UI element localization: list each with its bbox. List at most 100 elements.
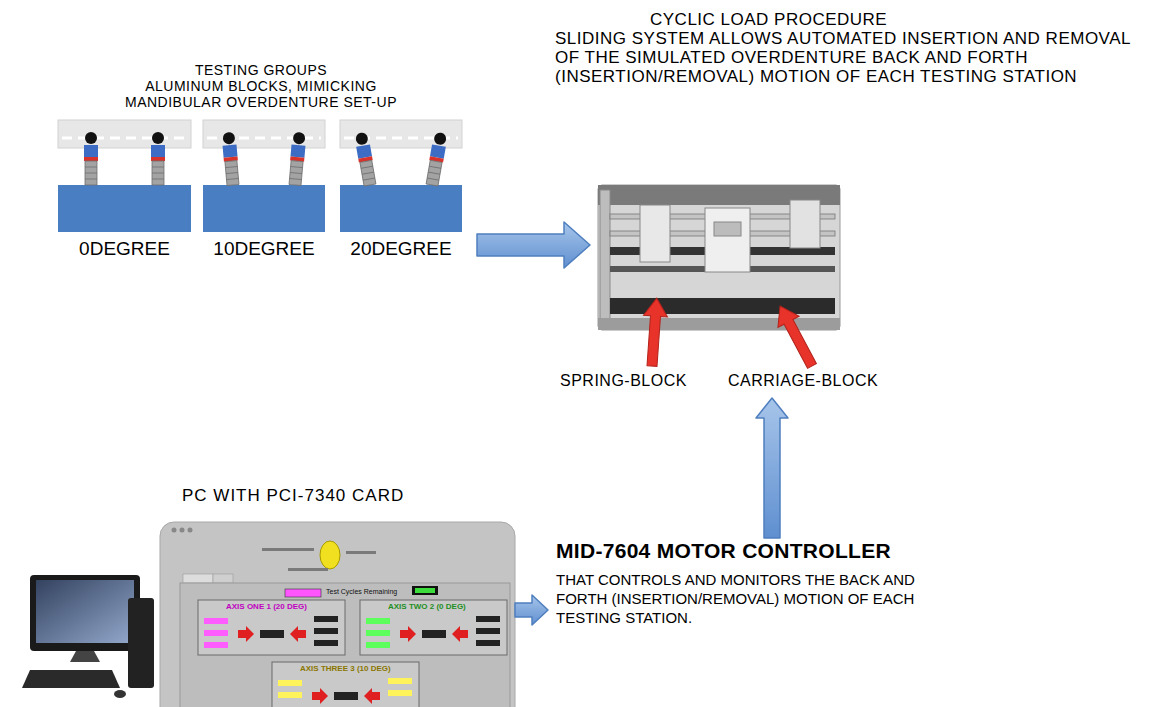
readout-value [415, 588, 435, 593]
keyboard [22, 670, 120, 688]
implant-attachment [288, 132, 307, 186]
tiny-text-mark [288, 568, 328, 571]
abutment [360, 160, 376, 186]
ball-dot [85, 132, 97, 144]
readout [204, 630, 228, 636]
tab [213, 574, 233, 583]
readout [334, 692, 358, 700]
housing [356, 144, 372, 158]
pointer-arrow [640, 297, 669, 367]
axis-title: AXIS THREE 3 (10 DEG) [300, 664, 391, 673]
section-heading: TESTING GROUPS [45, 62, 477, 78]
angle-panel: 10DEGREE [200, 116, 328, 262]
readout [260, 630, 284, 638]
axis-panel [272, 662, 419, 707]
thread-lines [85, 167, 97, 179]
ball-dot [433, 132, 447, 146]
readout [476, 616, 500, 622]
tower [128, 598, 154, 688]
monitor-stand [70, 651, 100, 662]
monitor [30, 575, 140, 651]
axis-frame [198, 600, 345, 655]
clamp [714, 222, 741, 236]
abutment [85, 161, 97, 185]
block-arrow [515, 595, 548, 625]
thread-lines [152, 167, 164, 179]
direction-button [290, 626, 306, 642]
ball-dot [355, 132, 369, 146]
rail [610, 298, 835, 314]
section-description: SLIDING SYSTEM ALLOWS AUTOMATED INSERTIO… [555, 29, 1155, 86]
spring-block-part [640, 205, 670, 262]
housing [151, 145, 165, 157]
mouse [114, 690, 126, 698]
photo-ground [598, 185, 840, 330]
denture-bar [203, 120, 325, 148]
controller-box: MID-7604 MOTOR CONTROLLER THAT CONTROLS A… [548, 538, 1018, 635]
overdenture-model [340, 120, 462, 232]
readout [314, 628, 338, 634]
part-label: CARRIAGE-BLOCK [728, 371, 878, 390]
readout [476, 628, 500, 634]
readout [422, 630, 446, 638]
axis-title: AXIS TWO 2 (0 DEG) [388, 602, 466, 611]
aluminum-block [203, 185, 325, 232]
implant-attachment [425, 132, 448, 187]
readout [314, 616, 338, 622]
angle-label: 10DEGREE [200, 238, 328, 260]
block-arrow [477, 222, 590, 268]
direction-button [452, 626, 468, 642]
denture-bar [58, 120, 191, 148]
thread-lines [225, 167, 238, 180]
angle-label: 0DEGREE [56, 238, 193, 260]
axis-frame [360, 600, 507, 655]
pointer-arrow [769, 300, 822, 371]
section-subheading: ALUMINUM BLOCKS, MIMICKING MANDIBULAR OV… [101, 78, 421, 110]
machine-photo-box: CYCLIC LOAD PROCEDURESLIDING SYSTEM ALLO… [590, 183, 880, 398]
computer-icon [22, 575, 154, 698]
readout [388, 678, 412, 684]
overdenture-model [58, 120, 191, 232]
controller-description: THAT CONTROLS AND MONITORS THE BACK AND … [556, 570, 956, 627]
implant-attachment [151, 132, 165, 185]
dashed-line [62, 137, 187, 140]
direction-button [312, 688, 328, 704]
readout [476, 640, 500, 646]
tiny-text-mark [346, 551, 376, 554]
carriage-block-part [705, 208, 750, 272]
housing [290, 145, 305, 158]
aluminum-block [340, 185, 462, 232]
window-button [172, 528, 177, 533]
knob [320, 541, 340, 569]
overdenture-model [203, 120, 325, 232]
controller-title: MID-7604 MOTOR CONTROLLER [556, 538, 1018, 564]
part-label: SPRING-BLOCK [560, 371, 687, 390]
readout [204, 642, 228, 648]
retention-ring [84, 157, 98, 161]
implant-attachment [84, 132, 98, 185]
abutment [152, 161, 164, 185]
window-frame [160, 522, 515, 707]
readout [204, 618, 228, 624]
ball-dot [293, 132, 306, 145]
direction-button [364, 688, 380, 704]
implant-attachment [221, 132, 240, 186]
readout [412, 586, 438, 595]
tiny-text-mark [262, 548, 314, 551]
readout [285, 589, 321, 597]
thread-lines [427, 166, 441, 180]
angle-panel: 0DEGREE [56, 116, 193, 262]
readout [366, 630, 390, 636]
aluminum-block [58, 185, 191, 232]
readout [314, 640, 338, 646]
direction-button [238, 626, 254, 642]
direction-button [400, 626, 416, 642]
housing [84, 145, 98, 157]
base-plate [598, 318, 840, 330]
implant-attachment [354, 132, 377, 187]
abutment [225, 161, 239, 186]
